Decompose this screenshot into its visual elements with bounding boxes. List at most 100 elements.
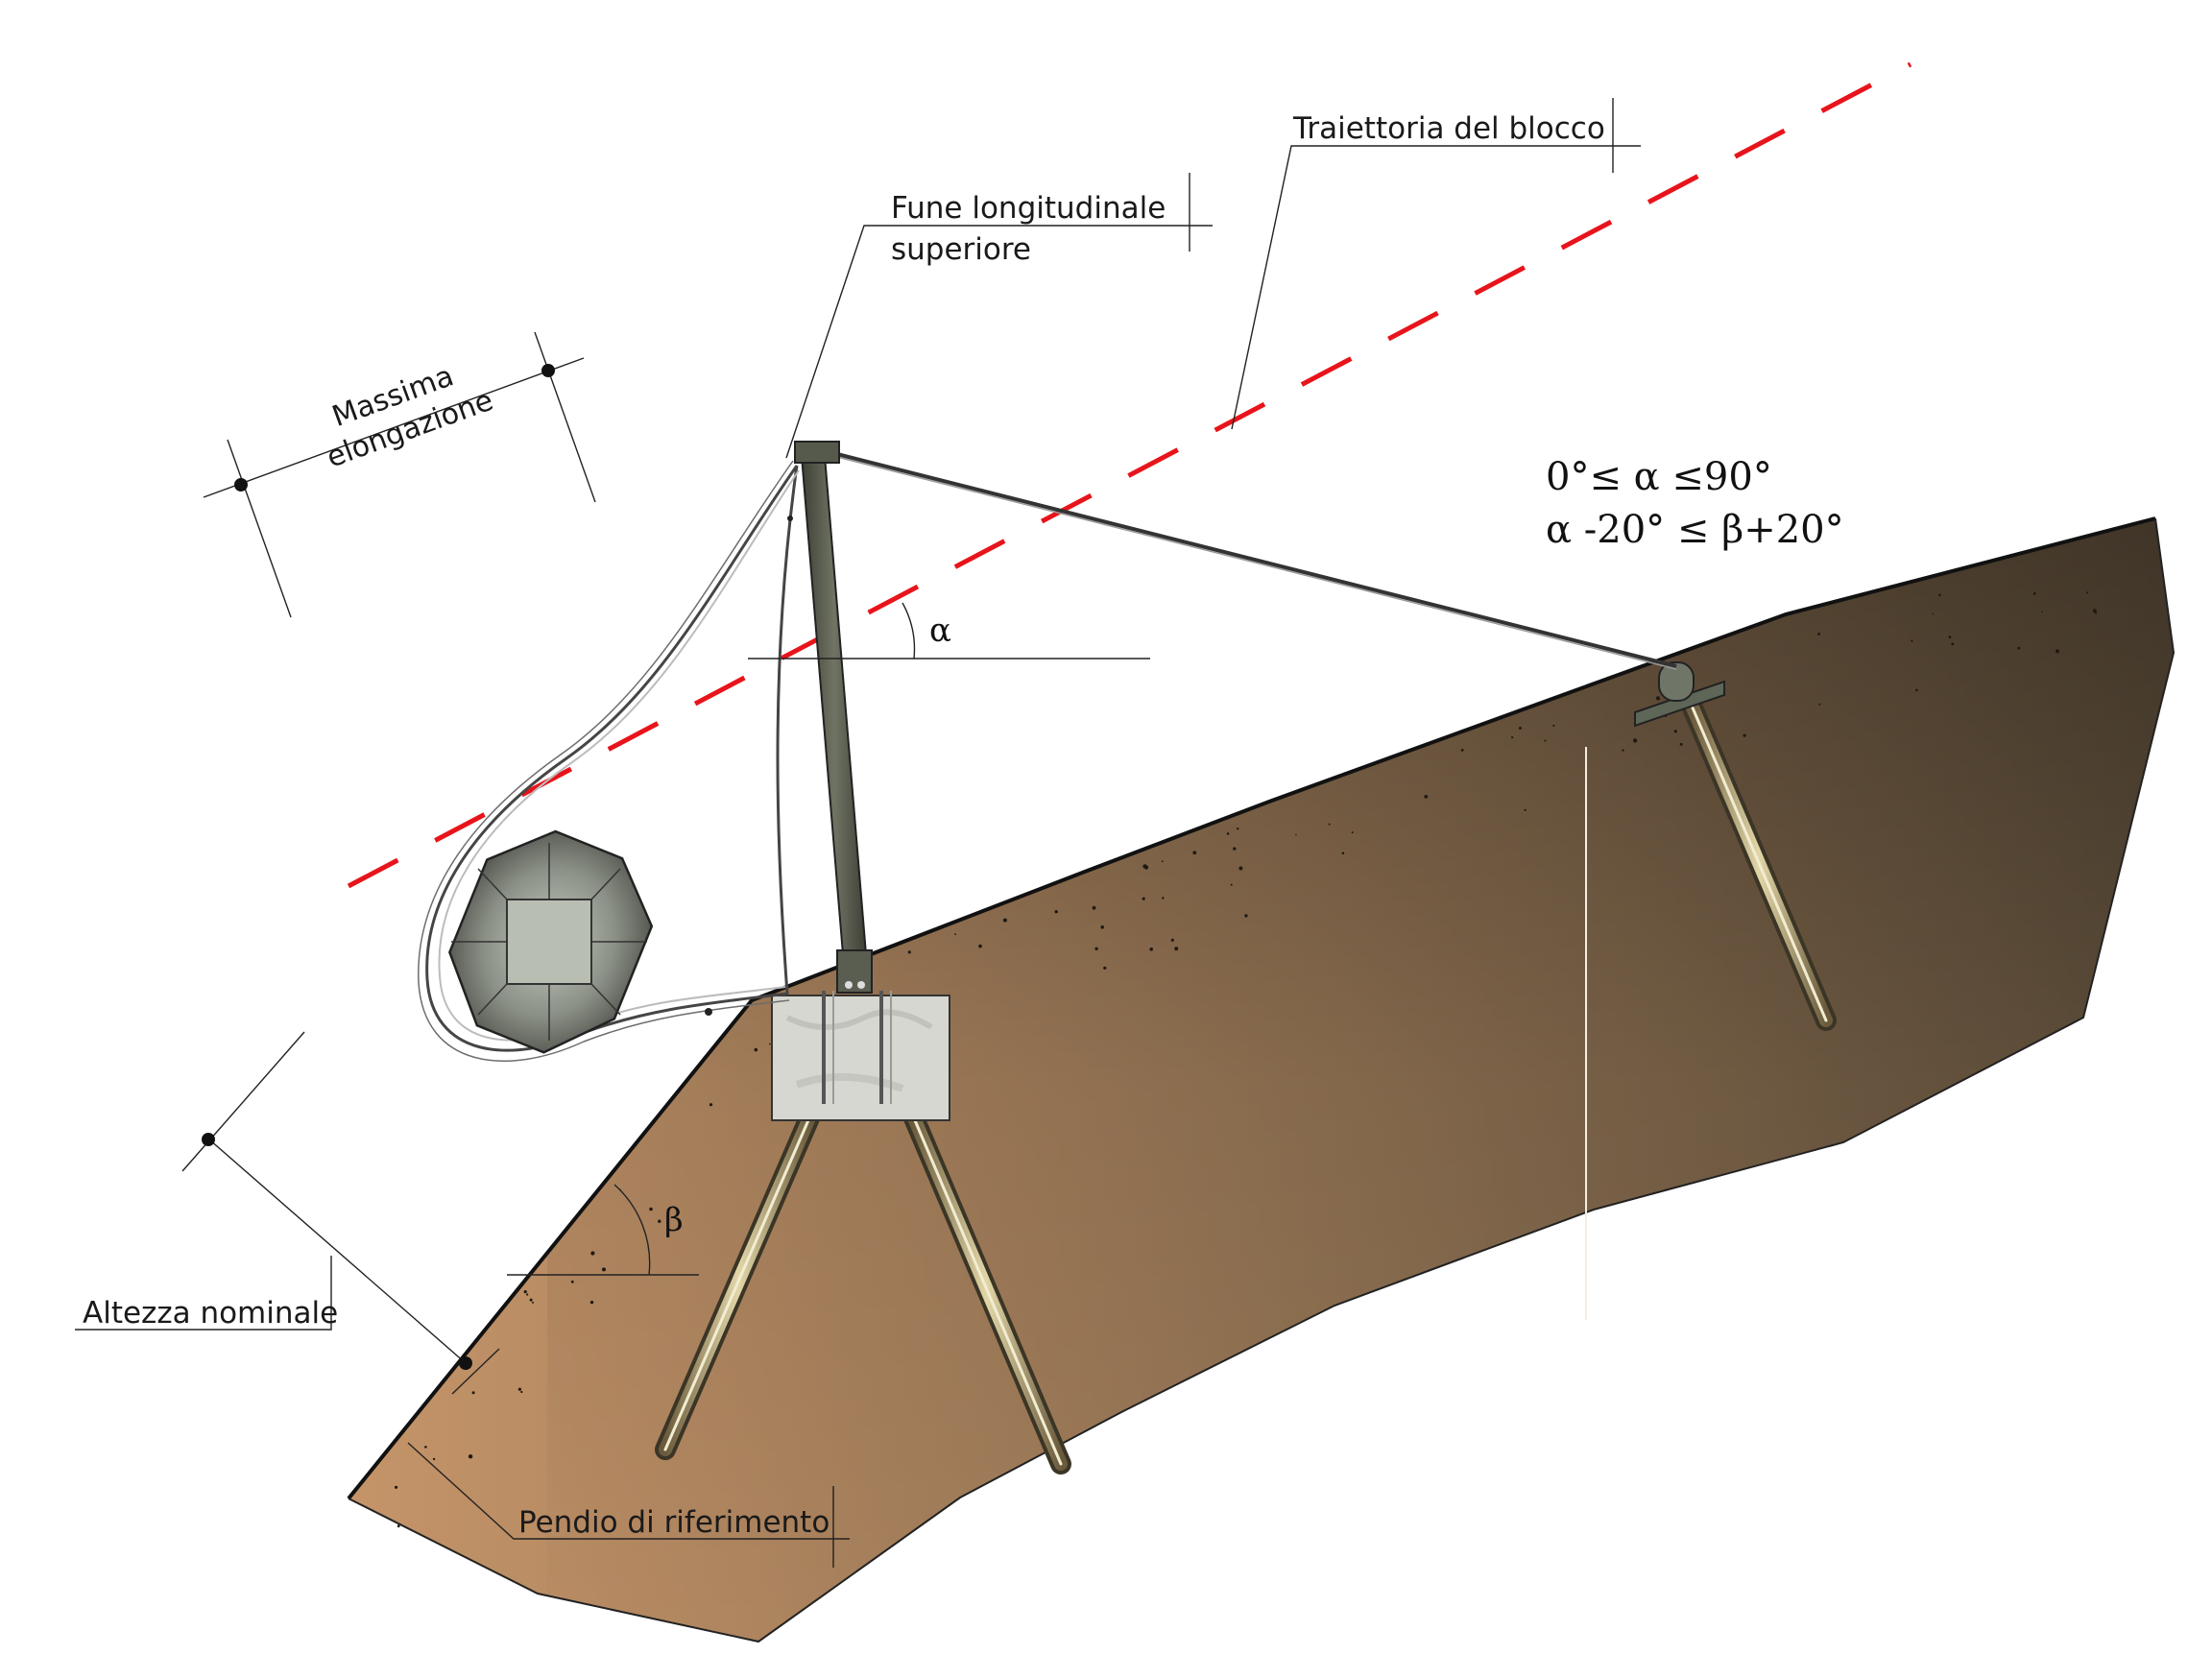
beta-symbol: β [664,1201,684,1239]
soil-dot [424,1446,427,1449]
soil-dot [1622,749,1624,752]
soil-dot [1911,639,1913,642]
soil-outline [348,517,2176,1643]
soil-dot [1174,947,1179,951]
soil-dot [1351,831,1354,834]
soil-dot [2056,649,2059,654]
soil-dot [397,1524,400,1528]
soil-dot [471,1391,475,1395]
soil-dot [2086,591,2089,594]
soil-dot [570,1280,574,1283]
nominal-height-label: Altezza nominale [83,1296,338,1331]
beta-range-formula: α -20° ≤ β+20° [1546,508,1844,552]
soil-strip-shade [1152,518,1382,1642]
soil-strip-shade [1978,518,2174,1642]
soil-dot [1817,633,1820,636]
soil-dot [1100,925,1104,929]
soil-dot [2094,612,2097,614]
soil-dot [1673,730,1677,733]
soil-dot [1054,910,1058,914]
reference-slope-label: Pendio di riferimento [518,1505,830,1540]
foundation-anchor-right [902,1103,1071,1475]
beta-arc [613,1184,651,1276]
soil-dot [1460,749,1464,752]
soil-dot [2092,609,2097,613]
soil-dot [520,1390,523,1394]
soil-strip-shade [547,518,725,1642]
soil-dot [1948,636,1952,639]
soil-dot [1632,738,1638,743]
soil-dot [1161,860,1164,863]
soil-dot [709,1103,713,1107]
soil-dot [517,1387,522,1391]
soil-dot [523,1290,527,1294]
soil-dot [1233,847,1237,851]
soil-dot [526,1293,529,1296]
soil-dot [1655,696,1661,701]
soil-dot [658,1219,661,1223]
soil-dot [954,933,956,935]
upslope-anchor [1681,695,1837,1031]
upper-rope-label-line1: Fune longitudinale [891,191,1166,226]
soil-dot [1149,947,1153,951]
soil-dot [1915,688,1918,692]
soil-dot [602,1267,606,1272]
soil-dot [1002,918,1007,923]
soil-dot [468,1454,473,1459]
barrier-post [794,441,873,994]
soil-strip-shade [1382,518,1586,1642]
concrete-foundation [771,991,950,1121]
soil-dot [1544,739,1547,742]
soil-dot [1552,724,1555,728]
reference-slope-leader [407,1442,850,1540]
soil-dot [1524,808,1527,812]
alpha-arc [902,602,916,660]
soil-dot [532,1301,534,1304]
upslope-support-rope [836,452,1677,668]
soil-dot [529,1298,533,1302]
soil-dot [1103,966,1107,971]
soil-mass [349,518,2174,1642]
soil-strip-shade [1586,518,1786,1642]
soil-dot [1511,736,1514,739]
soil-dot [1518,727,1522,730]
soil-dot [2032,592,2036,595]
foundation-anchor-left [655,1103,822,1460]
soil-dot [978,944,982,948]
soil-dot [1170,938,1174,942]
soil-dot [1938,593,1941,597]
deformed-net [425,465,799,1052]
soil-dot [1142,864,1147,869]
soil-dot [2041,611,2043,612]
soil-dot [1743,733,1746,737]
upper-rope-label-line2: superiore [891,232,1031,267]
soil-dot [769,1043,771,1045]
soil-dot [1226,832,1230,835]
soil-dot [1237,828,1239,830]
reference-slope-line [347,516,2156,1500]
soil-dot [1142,897,1145,900]
soil-dot [1238,866,1243,871]
alpha-symbol: α [929,612,951,650]
soil-dot [907,950,911,954]
rock-block [448,829,654,1054]
nominal-height-dimension [75,1031,500,1395]
soil-dot [589,1300,594,1305]
soil-dot [1424,795,1429,799]
soil-dot [395,1485,398,1489]
soil-dot [1295,833,1297,836]
soil-dot [1244,914,1248,918]
trajectory-label: Traiettoria del blocco [1292,111,1605,146]
soil-dot [432,1457,436,1461]
soil-dot [1230,883,1233,886]
soil-dot [1932,612,1935,615]
soil-strip-shade [936,518,1152,1642]
block-trajectory-line [347,61,1912,889]
soil-dot [1818,703,1821,706]
soil-dot [649,1207,653,1211]
soil-dot [1951,642,1955,646]
soil-dot [754,1047,758,1052]
soil-dot [590,1251,595,1256]
alpha-range-formula: 0°≤ α ≤90° [1546,455,1772,499]
